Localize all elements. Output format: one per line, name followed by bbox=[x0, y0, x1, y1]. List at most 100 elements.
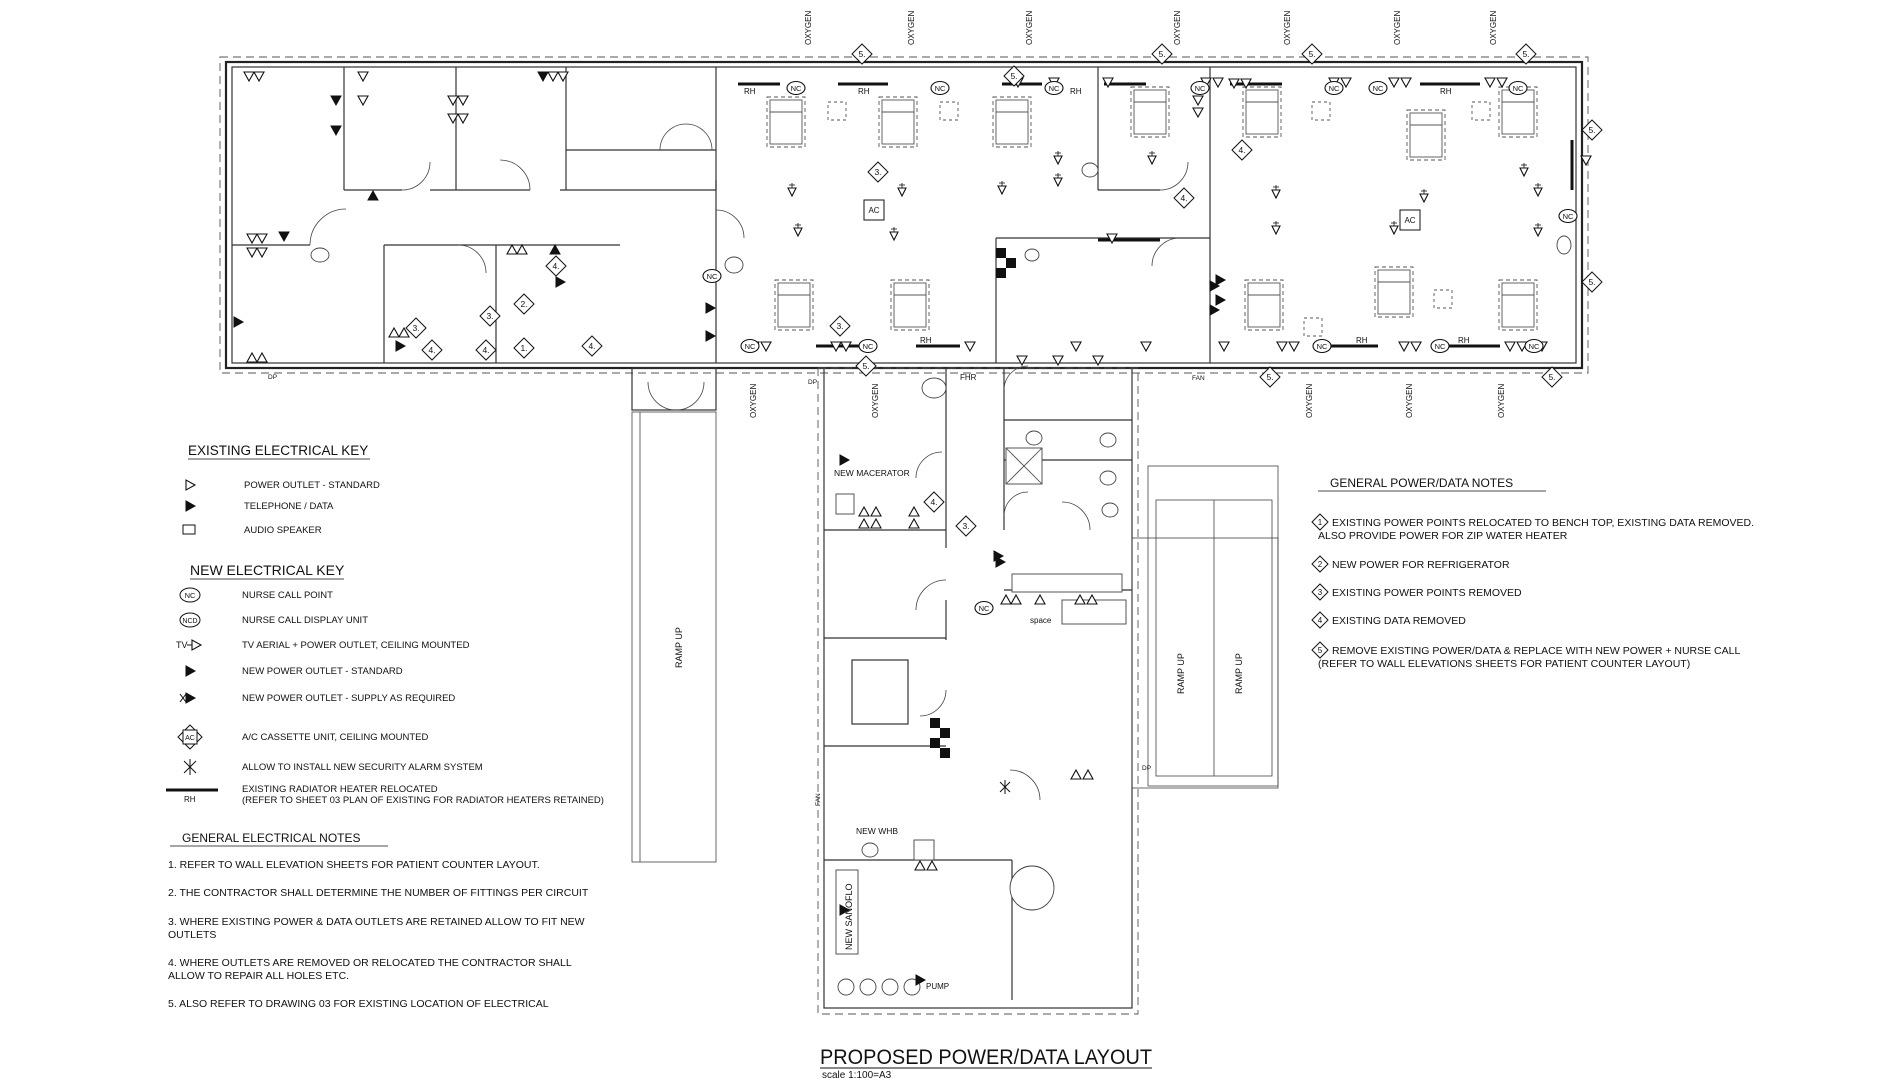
drawing-scale: scale 1:100=A3 bbox=[822, 1070, 892, 1080]
power-note: EXISTING DATA REMOVED bbox=[1332, 615, 1466, 627]
electrical-note-cont: ALLOW TO REPAIR ALL HOLES ETC. bbox=[168, 970, 349, 982]
tag-label: 4. bbox=[428, 345, 435, 355]
tag-label: 3. bbox=[962, 521, 969, 531]
tag-label: 2. bbox=[520, 299, 527, 309]
svg-text:2: 2 bbox=[1318, 560, 1323, 569]
oxygen-label: OXYGEN bbox=[907, 11, 916, 45]
tag-label: 3. bbox=[412, 323, 419, 333]
rh-label: RH bbox=[1458, 336, 1470, 345]
tag-label: 4. bbox=[930, 497, 937, 507]
svg-text:4: 4 bbox=[1318, 616, 1323, 625]
power-note: REMOVE EXISTING POWER/DATA & REPLACE WIT… bbox=[1332, 645, 1740, 657]
svg-text:3: 3 bbox=[1318, 588, 1323, 597]
oxygen-label: OXYGEN bbox=[1489, 11, 1498, 45]
existing-key-item: POWER OUTLET - STANDARD bbox=[244, 480, 380, 491]
power-note-cont: ALSO PROVIDE POWER FOR ZIP WATER HEATER bbox=[1318, 530, 1568, 542]
oxygen-label: OXYGEN bbox=[1025, 11, 1034, 45]
fan-label: FAN bbox=[815, 793, 822, 806]
svg-text:NCD: NCD bbox=[182, 618, 197, 625]
oxygen-label: OXYGEN bbox=[1283, 11, 1292, 45]
tv-outlet-markers bbox=[787, 150, 1543, 241]
existing-key-item: TELEPHONE / DATA bbox=[244, 501, 334, 512]
tag-label: 5. bbox=[858, 49, 865, 59]
electrical-note-cont: OUTLETS bbox=[168, 929, 216, 941]
oxygen-label: OXYGEN bbox=[1305, 384, 1314, 418]
tag-label: 3. bbox=[874, 167, 881, 177]
space-label: space bbox=[1030, 616, 1052, 625]
new-key-item: NEW POWER OUTLET - STANDARD bbox=[242, 666, 403, 677]
power-note: EXISTING POWER POINTS REMOVED bbox=[1332, 587, 1522, 599]
tag-label: 4. bbox=[1180, 193, 1187, 203]
tag-label: 5. bbox=[1308, 49, 1315, 59]
power-note-cont: (REFER TO WALL ELEVATIONS SHEETS FOR PAT… bbox=[1318, 658, 1690, 670]
ramp-up-label: RAMP UP bbox=[1234, 653, 1244, 694]
existing-electrical-key: EXISTING ELECTRICAL KEY POWER OUTLET - S… bbox=[182, 443, 380, 536]
north-wing-walls bbox=[219, 56, 1589, 374]
svg-text:AC: AC bbox=[1404, 216, 1415, 225]
new-key-heading: NEW ELECTRICAL KEY bbox=[190, 562, 345, 578]
existing-key-item: AUDIO SPEAKER bbox=[244, 525, 322, 536]
existing-key-heading: EXISTING ELECTRICAL KEY bbox=[188, 443, 368, 458]
svg-text:AC: AC bbox=[868, 206, 879, 215]
tag-label: 3. bbox=[486, 311, 493, 321]
tag-label: 5. bbox=[1588, 125, 1595, 135]
oxygen-label: OXYGEN bbox=[1497, 384, 1506, 418]
new-key-item-note: (REFER TO SHEET 03 PLAN OF EXISTING FOR … bbox=[242, 795, 604, 806]
rh-label: RH bbox=[858, 87, 870, 96]
svg-text:5: 5 bbox=[1318, 646, 1323, 655]
rh-label: RH bbox=[1356, 336, 1368, 345]
ac-cassette-markers: AC AC bbox=[863, 199, 1421, 231]
rh-label: RH bbox=[920, 336, 932, 345]
note-tag-labels: 5. 5. 5. 5. 5. 5. 5. 5. 5. 5. 3. 4. 4. 4… bbox=[412, 49, 1595, 531]
general-power-data-notes: GENERAL POWER/DATA NOTES 1 EXISTING POWE… bbox=[1311, 476, 1754, 670]
electrical-note: 2. THE CONTRACTOR SHALL DETERMINE THE NU… bbox=[168, 887, 589, 899]
electrical-notes-heading: GENERAL ELECTRICAL NOTES bbox=[182, 831, 361, 845]
tag-label: 4. bbox=[1238, 145, 1245, 155]
pump-label: PUMP bbox=[926, 982, 949, 991]
tag-label: 5. bbox=[862, 361, 869, 371]
drawing-title-block: PROPOSED POWER/DATA LAYOUT scale 1:100=A… bbox=[820, 1046, 1152, 1080]
dp-label: DP bbox=[1142, 765, 1151, 772]
tag-label: 5. bbox=[1588, 277, 1595, 287]
new-key-item: A/C CASSETTE UNIT, CEILING MOUNTED bbox=[242, 732, 428, 743]
tag-label: 5. bbox=[1548, 372, 1555, 382]
new-key-item: NURSE CALL DISPLAY UNIT bbox=[242, 615, 368, 626]
new-key-item: NEW POWER OUTLET - SUPPLY AS REQUIRED bbox=[242, 693, 455, 704]
new-key-item: ALLOW TO INSTALL NEW SECURITY ALARM SYST… bbox=[242, 762, 483, 773]
tag-label: 1. bbox=[520, 343, 527, 353]
general-electrical-notes: GENERAL ELECTRICAL NOTES 1. REFER TO WAL… bbox=[168, 831, 589, 1010]
tag-label: 5. bbox=[1266, 372, 1273, 382]
svg-text:NC: NC bbox=[185, 591, 196, 600]
electrical-note: 1. REFER TO WALL ELEVATION SHEETS FOR PA… bbox=[168, 859, 540, 871]
security-alarm-marker bbox=[999, 780, 1011, 794]
svg-text:RH: RH bbox=[184, 795, 196, 804]
tag-label: 5. bbox=[1522, 49, 1529, 59]
fhr-label: FHR bbox=[960, 373, 977, 382]
oxygen-label: OXYGEN bbox=[1173, 11, 1182, 45]
oxygen-label: OXYGEN bbox=[1405, 384, 1414, 418]
new-electrical-key: NEW ELECTRICAL KEY NC NURSE CALL POINT N… bbox=[166, 562, 604, 806]
ramp-up-label: RAMP UP bbox=[1176, 653, 1186, 694]
power-note: NEW POWER FOR REFRIGERATOR bbox=[1332, 559, 1510, 571]
tag-label: 4. bbox=[482, 345, 489, 355]
oxygen-label: OXYGEN bbox=[871, 384, 880, 418]
rh-label: RH bbox=[1070, 87, 1082, 96]
svg-text:AC: AC bbox=[185, 735, 195, 742]
new-macerator-label: NEW MACERATOR bbox=[834, 468, 910, 478]
svg-text:TV: TV bbox=[176, 640, 188, 650]
dp-label: DP bbox=[808, 379, 817, 386]
drawing-title: PROPOSED POWER/DATA LAYOUT bbox=[820, 1046, 1152, 1069]
power-notes-heading: GENERAL POWER/DATA NOTES bbox=[1330, 476, 1513, 490]
electrical-note: 5. ALSO REFER TO DRAWING 03 FOR EXISTING… bbox=[168, 998, 549, 1010]
svg-text:1: 1 bbox=[1318, 518, 1323, 527]
south-wing-walls bbox=[817, 365, 1139, 1015]
rh-label: RH bbox=[744, 87, 756, 96]
tag-label: 5. bbox=[1158, 49, 1165, 59]
ramp-up-label: RAMP UP bbox=[674, 627, 684, 668]
tag-label: 5. bbox=[1010, 71, 1017, 81]
entry-ramps bbox=[631, 367, 1279, 863]
new-key-item: NURSE CALL POINT bbox=[242, 590, 333, 601]
oxygen-label: OXYGEN bbox=[749, 384, 758, 418]
new-sanoflo-label: NEW SANOFLO bbox=[844, 883, 854, 950]
